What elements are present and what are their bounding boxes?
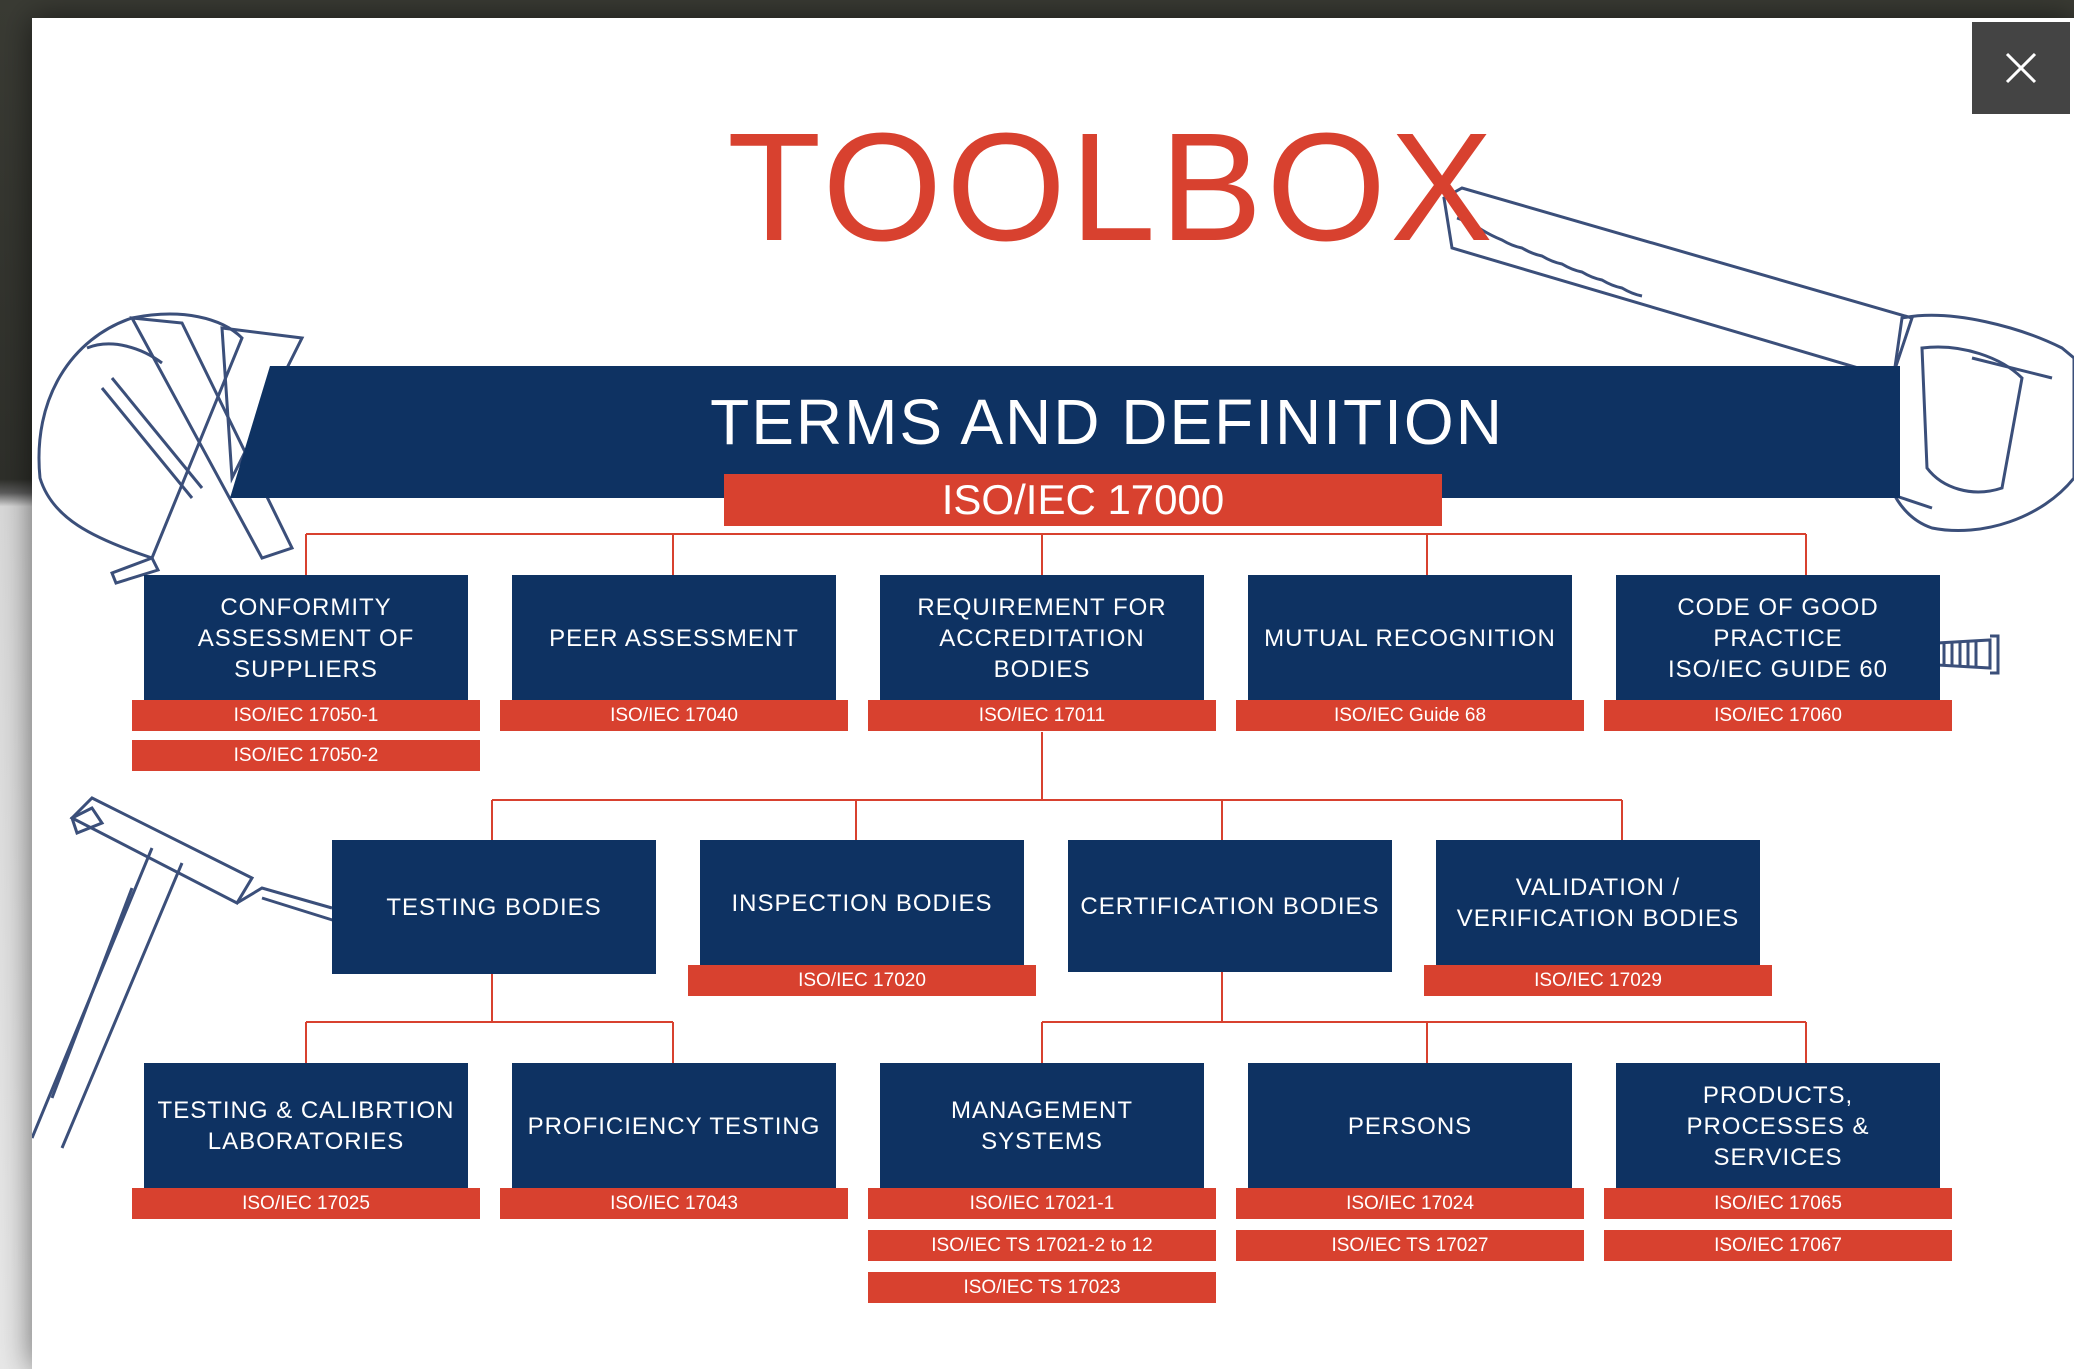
tool-illustrations <box>32 186 2074 1149</box>
box-certification-bodies: CERTIFICATION BODIES <box>1068 840 1392 972</box>
helmet-icon <box>37 312 305 585</box>
standard-tag: ISO/IEC Guide 68 <box>1236 700 1584 731</box>
standard-tag: ISO/IEC 17065 <box>1604 1188 1952 1219</box>
hammer-icon <box>32 796 343 1149</box>
standard-tag: ISO/IEC 17043 <box>500 1188 848 1219</box>
standard-tag: ISO/IEC 17050-1 <box>132 700 480 731</box>
standard-tag: ISO/IEC 17050-2 <box>132 740 480 771</box>
box-mutual-recognition: MUTUAL RECOGNITION <box>1248 575 1572 701</box>
saw-icon <box>1442 186 2074 533</box>
page-title: TOOLBOX <box>727 101 1497 273</box>
standard-tag: ISO/IEC 17021-1 <box>868 1188 1216 1219</box>
box-products-processes-services: PRODUCTS,PROCESSES & SERVICES <box>1616 1063 1940 1189</box>
box-persons: PERSONS <box>1248 1063 1572 1189</box>
box-proficiency-testing: PROFICIENCY TESTING <box>512 1063 836 1189</box>
standard-tag: ISO/IEC TS 17023 <box>868 1272 1216 1303</box>
box-validation-verification-bodies: VALIDATION /VERIFICATION BODIES <box>1436 840 1760 966</box>
standard-tag: ISO/IEC 17020 <box>688 965 1036 996</box>
standard-tag: ISO/IEC TS 17027 <box>1236 1230 1584 1261</box>
standard-tag: ISO/IEC 17024 <box>1236 1188 1584 1219</box>
box-testing-bodies: TESTING BODIES <box>332 840 656 974</box>
close-icon <box>2005 52 2037 84</box>
close-button[interactable] <box>1972 22 2070 114</box>
standard-tag: ISO/IEC 17011 <box>868 700 1216 731</box>
banner-title: TERMS AND DEFINITION <box>710 386 1504 458</box>
standard-tag: ISO/IEC TS 17021-2 to 12 <box>868 1230 1216 1261</box>
standard-tag: ISO/IEC 17067 <box>1604 1230 1952 1261</box>
standard-tag: ISO/IEC 17060 <box>1604 700 1952 731</box>
standard-tag: ISO/IEC 17040 <box>500 700 848 731</box>
standard-tag: ISO/IEC 17025 <box>132 1188 480 1219</box>
box-inspection-bodies: INSPECTION BODIES <box>700 840 1024 966</box>
connector-lines <box>305 533 1807 1063</box>
banner-standard: ISO/IEC 17000 <box>724 474 1442 526</box>
image-lightbox: TOOLBOX TERMS AND DEFINITION ISO/IEC 170… <box>32 18 2074 1369</box>
box-management-systems: MANAGEMENT SYSTEMS <box>880 1063 1204 1189</box>
box-peer-assessment: PEER ASSESSMENT <box>512 575 836 701</box>
standard-tag: ISO/IEC 17029 <box>1424 965 1772 996</box>
